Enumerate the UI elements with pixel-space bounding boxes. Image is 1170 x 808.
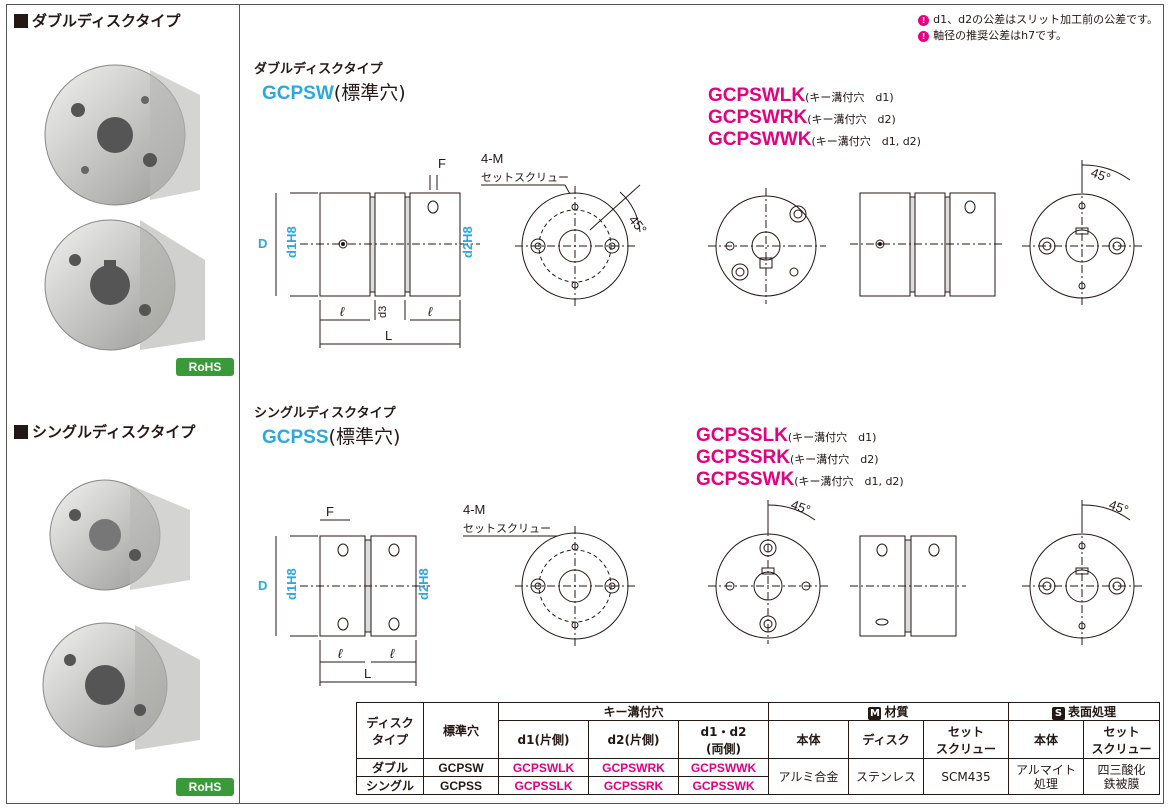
- single-end-view-standard: [515, 526, 635, 646]
- photo-column: [6, 4, 240, 804]
- double-side-view-keyway: [850, 192, 1005, 297]
- variant-line: GCPSSRK(キー溝付穴 d2): [696, 447, 879, 468]
- dim-l: ℓ: [340, 304, 345, 319]
- dim-d2: d2H8: [416, 568, 431, 600]
- single-side-view-keyway: [850, 535, 966, 637]
- angle-label: 45°: [789, 497, 813, 518]
- angle-label: 45°: [1089, 165, 1113, 186]
- dim-l: ℓ: [338, 646, 343, 661]
- dim-D: D: [258, 236, 267, 251]
- dim-F: F: [326, 504, 334, 519]
- variant-line: GCPSWLK(キー溝付穴 d1): [708, 85, 894, 106]
- col-body: 本体: [768, 720, 849, 759]
- single-coupling-photo: [42, 479, 200, 750]
- double-keyway-codes: GCPSWLK(キー溝付穴 d1) GCPSWRK(キー溝付穴 d2) GCPS…: [708, 86, 921, 152]
- surface-icon: S: [1051, 707, 1065, 720]
- double-subheading: ダブルディスクタイプ: [254, 62, 383, 77]
- single-standard-code: GCPSS(標準穴): [262, 426, 401, 448]
- single-type-title: シングルディスクタイプ: [14, 421, 195, 442]
- single-end-view-keyway: [708, 500, 828, 644]
- double-end-view-standard: [515, 184, 641, 306]
- page-frame: [6, 4, 1164, 804]
- double-end-view-keyway: [708, 188, 826, 304]
- screw-label: セットスクリュー: [481, 171, 569, 184]
- note-item: ! d1、d2の公差はスリット加工前の公差です。: [918, 12, 1158, 28]
- material-icon: M: [868, 707, 882, 720]
- dim-L: L: [385, 328, 392, 343]
- screw-callout: 4-M: [463, 502, 485, 517]
- single-subheading: シングルディスクタイプ: [254, 406, 396, 421]
- single-keyway-codes: GCPSSLK(キー溝付穴 d1) GCPSSRK(キー溝付穴 d2) GCPS…: [696, 426, 904, 492]
- caution-icon: !: [918, 30, 930, 42]
- square-bullet-icon: [14, 13, 28, 28]
- dim-l: ℓ: [390, 646, 395, 661]
- col-standard-bore: 標準穴: [423, 702, 499, 759]
- col-keyway-bore: キー溝付穴: [498, 702, 769, 721]
- single-end-view-keyway-right: [1022, 500, 1142, 646]
- col-screw-surface: セット スクリュー: [1083, 720, 1160, 759]
- dim-l: ℓ: [428, 304, 433, 319]
- col-d12: d1・d2 (両側): [678, 720, 769, 759]
- double-side-view: [275, 175, 480, 348]
- double-coupling-photo: [44, 64, 205, 351]
- double-standard-code: GCPSW(標準穴): [262, 82, 406, 104]
- note-item: ! 軸径の推奨公差はh7です。: [918, 28, 1158, 44]
- dim-d1: d1H8: [284, 568, 299, 600]
- table-row: シングル GCPSS GCPSSLK GCPSSRK GCPSSWK: [356, 776, 1160, 795]
- col-d2: d2(片側): [588, 720, 679, 759]
- col-disc: ディスク: [848, 720, 924, 759]
- col-d1: d1(片側): [498, 720, 589, 759]
- angle-label: 45°: [1107, 497, 1131, 518]
- dim-d1: d1H8: [284, 226, 299, 258]
- dim-d3: d3: [377, 306, 389, 318]
- screw-callout: 4-M: [481, 151, 503, 166]
- caution-icon: !: [918, 14, 930, 26]
- square-bullet-icon: [14, 424, 28, 439]
- rohs-badge: RoHS: [176, 778, 234, 796]
- screw-label: セットスクリュー: [463, 522, 551, 535]
- dim-L: L: [364, 666, 371, 681]
- rohs-badge: RoHS: [176, 358, 234, 376]
- double-end-view-keyway-right: [1022, 160, 1142, 306]
- variant-line: GCPSSWK(キー溝付穴 d1, d2): [696, 469, 904, 490]
- technical-drawings: D d1H8 d2H8 F ℓ ℓ L d3 4-M セットスクリュー 45° …: [258, 151, 1142, 686]
- variant-line: GCPSWRK(キー溝付穴 d2): [708, 107, 896, 128]
- table-row: ダブル GCPSW GCPSWLK GCPSWRK GCPSWWK アルミ合金 …: [356, 758, 1160, 795]
- variant-line: GCPSSLK(キー溝付穴 d1): [696, 425, 877, 446]
- tolerance-notes: ! d1、d2の公差はスリット加工前の公差です。 ! 軸径の推奨公差はh7です。: [918, 12, 1158, 44]
- variant-line: GCPSWWK(キー溝付穴 d1, d2): [708, 129, 921, 150]
- double-type-title: ダブルディスクタイプ: [14, 10, 180, 31]
- dim-D: D: [258, 578, 267, 593]
- dim-d2: d2H8: [460, 226, 475, 258]
- col-disc-type: ディスク タイプ: [356, 702, 424, 759]
- col-body-surface: 本体: [1008, 720, 1084, 759]
- dim-F: F: [438, 156, 446, 171]
- col-screw: セット スクリュー: [923, 720, 1009, 759]
- angle-label: 45°: [626, 212, 650, 237]
- single-side-view: [275, 519, 430, 686]
